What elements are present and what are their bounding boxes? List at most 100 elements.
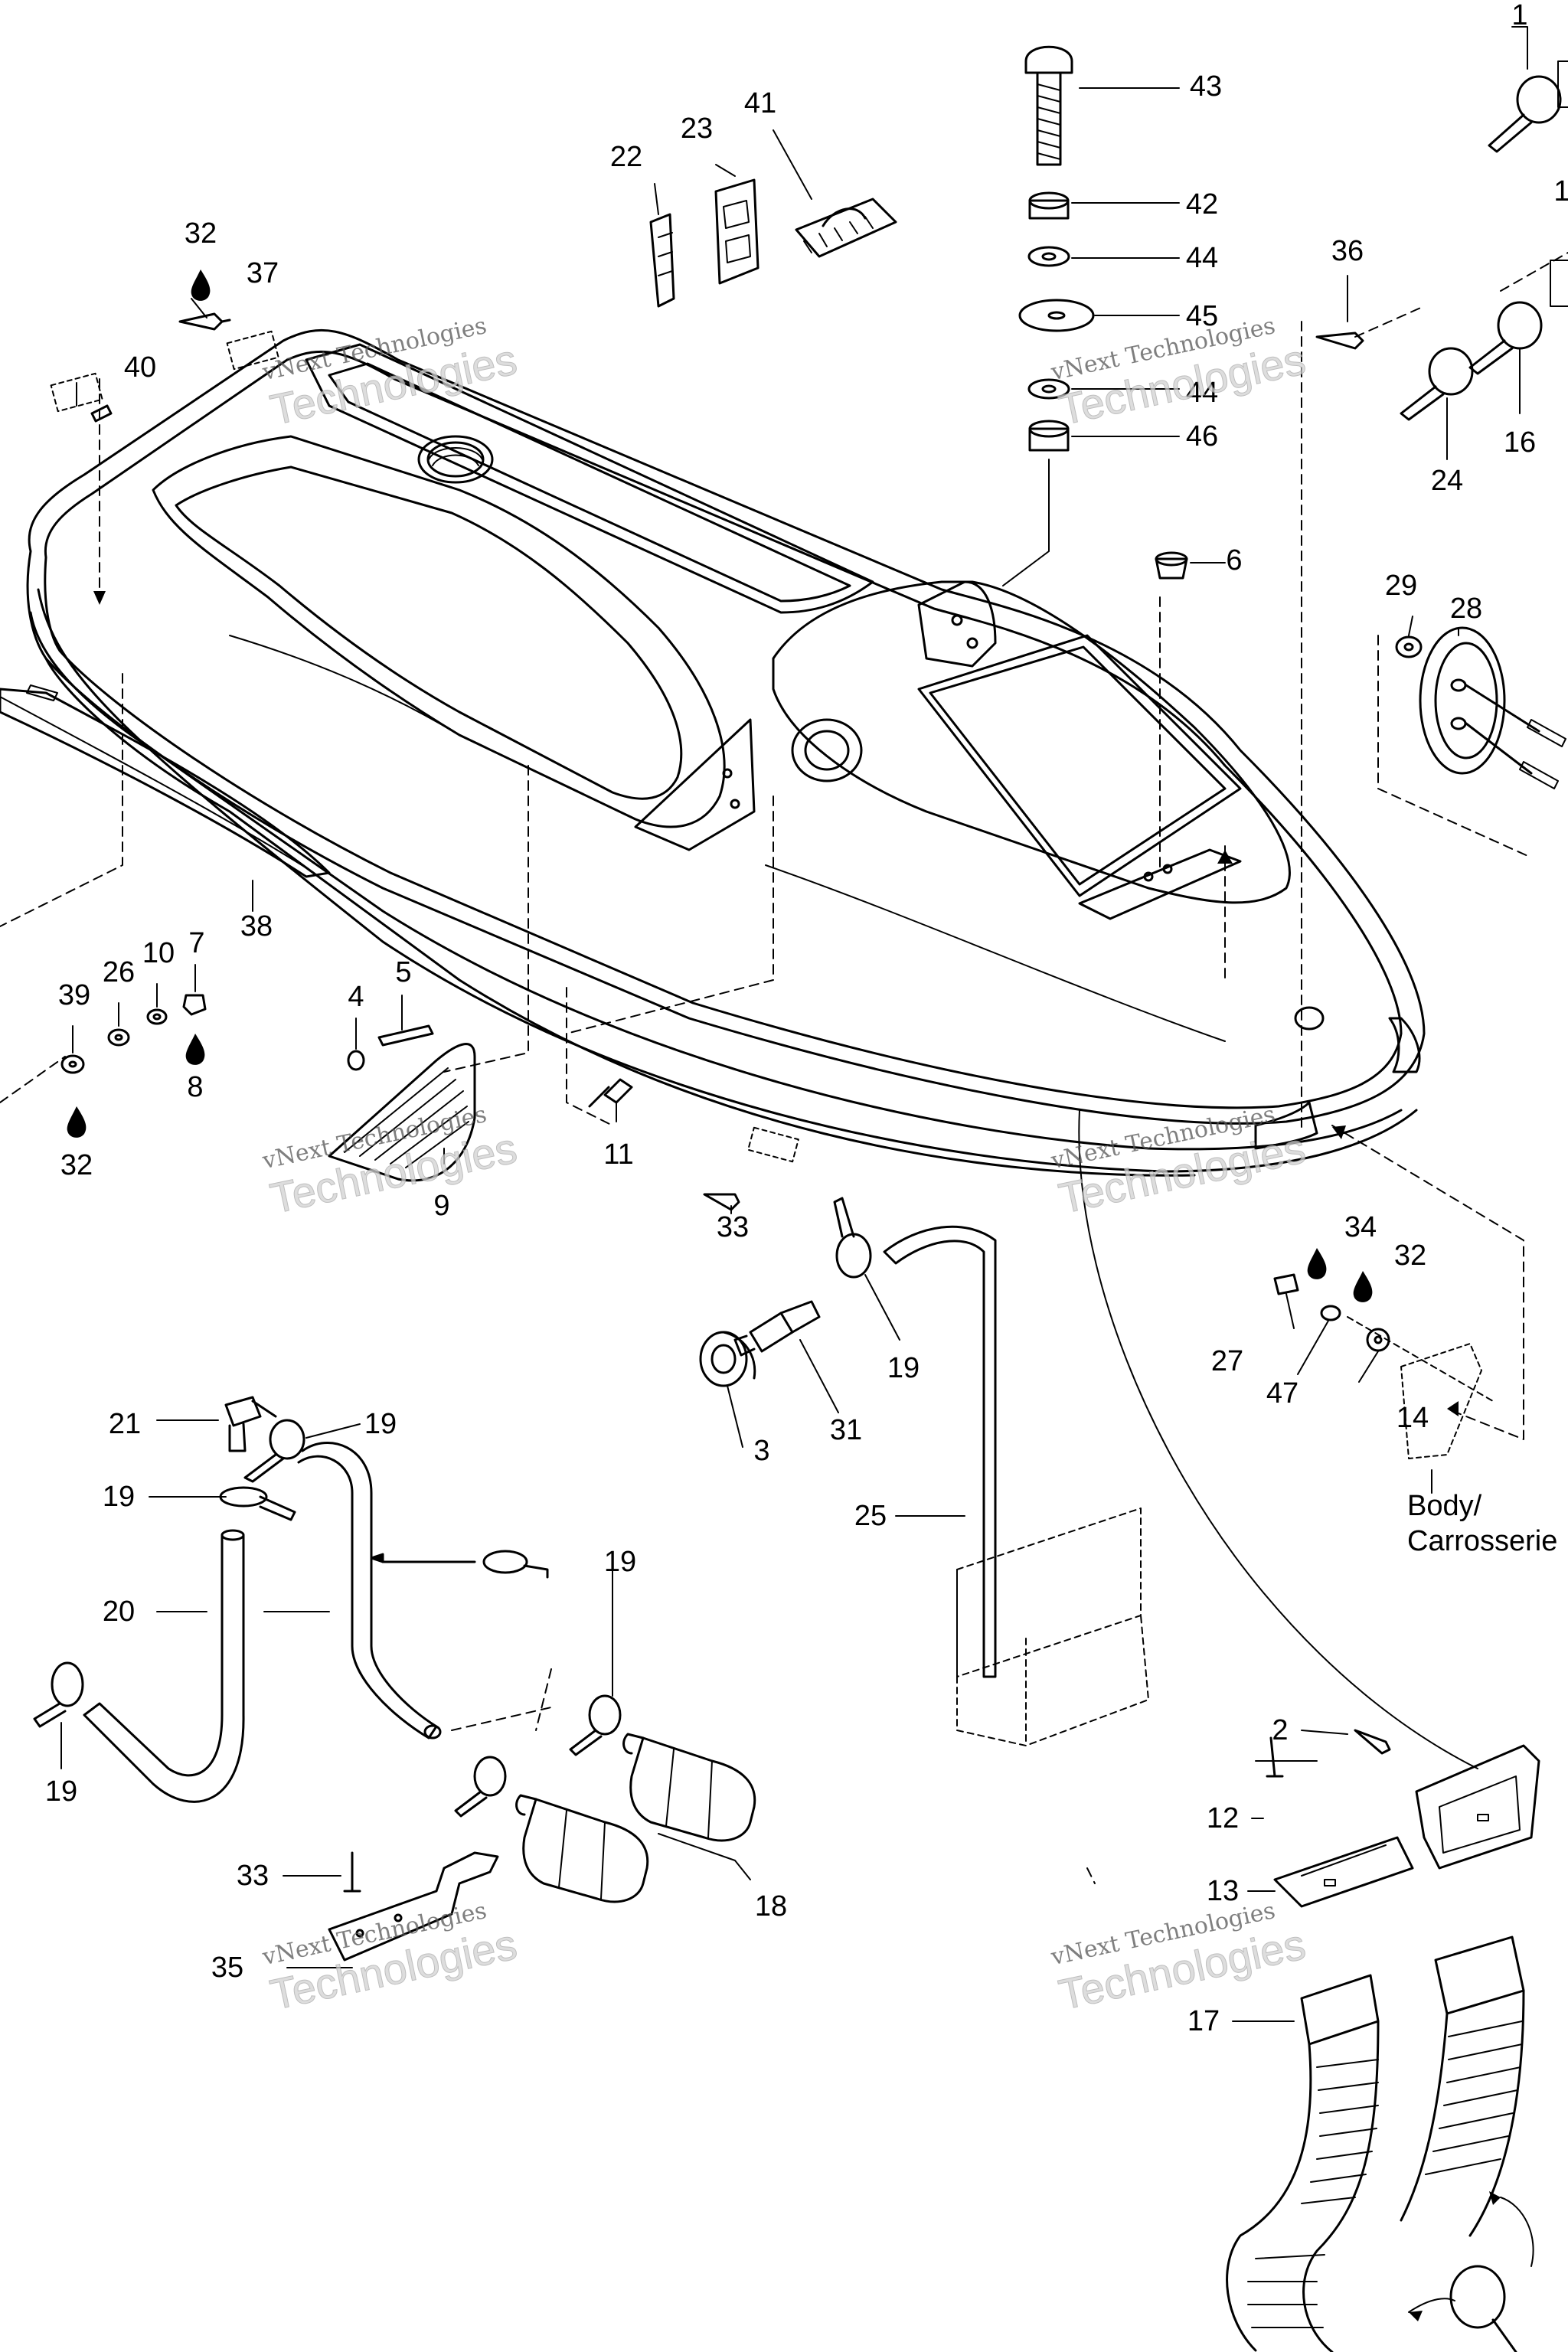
part-23-holder xyxy=(714,178,760,285)
part-31-fitting xyxy=(733,1300,821,1357)
callout-19c: 19 xyxy=(102,1481,136,1513)
part-42-nut xyxy=(1028,191,1070,220)
part-40-screw xyxy=(90,404,113,423)
callout-17: 17 xyxy=(1187,2005,1220,2037)
callout-19a: 19 xyxy=(887,1352,920,1384)
callout-29: 29 xyxy=(1384,570,1418,602)
part-21-elbow xyxy=(224,1396,277,1452)
callout-25: 25 xyxy=(854,1500,887,1532)
callout-24: 24 xyxy=(1430,465,1464,497)
part-20-hose xyxy=(83,1529,245,1803)
part-46-nut xyxy=(1028,427,1070,452)
oil-drop-icons xyxy=(67,270,1373,1302)
callout-44a: 44 xyxy=(1185,242,1219,274)
callout-35: 35 xyxy=(211,1952,244,1984)
part-17-ducts xyxy=(1226,1936,1525,2352)
callout-47: 47 xyxy=(1266,1377,1299,1410)
part-28-cover xyxy=(1419,626,1566,789)
callout-38: 38 xyxy=(240,910,273,942)
callout-7: 7 xyxy=(188,927,205,959)
callout-41: 41 xyxy=(743,87,777,119)
oil-drop-icon xyxy=(1307,1248,1327,1279)
callout-13: 13 xyxy=(1206,1875,1240,1907)
callout-31: 31 xyxy=(829,1414,863,1446)
part-5-screw xyxy=(377,1024,434,1047)
rub-strip xyxy=(0,684,331,878)
part-33-rivet xyxy=(703,1193,740,1211)
part-45-washer xyxy=(1018,299,1095,332)
callout-33b: 33 xyxy=(236,1860,270,1892)
part-24-tie xyxy=(1400,347,1474,421)
part-20-hose-b xyxy=(297,1442,442,1740)
callout-19b: 19 xyxy=(364,1408,397,1440)
callout-42: 42 xyxy=(1185,188,1219,220)
part-10-washer xyxy=(146,1008,168,1025)
callout-19e: 19 xyxy=(44,1775,78,1808)
callout-46: 46 xyxy=(1185,420,1219,452)
part-11-screw xyxy=(588,1078,633,1108)
callout-10: 10 xyxy=(142,937,175,969)
callout-27: 27 xyxy=(1210,1345,1244,1377)
oil-drop-icon xyxy=(67,1106,87,1138)
callout-45: 45 xyxy=(1185,300,1219,332)
callout-18: 18 xyxy=(754,1890,788,1922)
part-41-clip xyxy=(795,198,897,258)
callout-16: 16 xyxy=(1503,426,1537,459)
callout-43: 43 xyxy=(1189,70,1223,103)
callout-36: 36 xyxy=(1331,235,1364,267)
part-16-tie xyxy=(1468,301,1543,375)
callout-44b: 44 xyxy=(1185,377,1219,409)
callout-9: 9 xyxy=(433,1190,450,1222)
callout-3: 3 xyxy=(753,1435,770,1467)
callout-40: 40 xyxy=(123,351,157,384)
oil-drop-icon xyxy=(1353,1271,1373,1302)
callout-28: 28 xyxy=(1449,593,1483,625)
callout-33a: 33 xyxy=(716,1211,750,1243)
callout-32c: 32 xyxy=(1393,1240,1427,1272)
callout-23: 23 xyxy=(680,113,714,145)
part-27-nut xyxy=(1273,1273,1299,1295)
part-9-grille xyxy=(328,1043,476,1182)
part-26-washer xyxy=(107,1028,130,1047)
part-6-plug xyxy=(1155,551,1188,580)
callout-22: 22 xyxy=(609,141,643,173)
callout-32a: 32 xyxy=(184,217,217,250)
oil-drop-icon xyxy=(185,1034,205,1065)
callout-4: 4 xyxy=(348,981,364,1013)
part-22-clip xyxy=(649,213,675,308)
callout-1: 1 xyxy=(1511,0,1528,31)
part-12-rivet xyxy=(1266,1736,1284,1778)
part-36-rivet xyxy=(1315,332,1364,350)
part-37-rivet xyxy=(178,312,224,331)
oil-drop-icon xyxy=(191,270,211,301)
body-note-line-2: Carrosserie xyxy=(1407,1524,1558,1557)
part-13-plate xyxy=(1273,1836,1414,1908)
callout-11: 11 xyxy=(603,1138,634,1171)
callout-12: 12 xyxy=(1206,1802,1240,1834)
part-33-rivet-b xyxy=(343,1851,361,1893)
part-14-washer xyxy=(1366,1328,1390,1352)
body-note-line-1: Body/ xyxy=(1407,1490,1482,1522)
callout-14: 14 xyxy=(1396,1402,1429,1434)
hull-body xyxy=(26,328,1426,1177)
callout-1b: 1 xyxy=(1553,175,1568,207)
callout-37: 37 xyxy=(246,257,279,289)
body-patch xyxy=(1400,1343,1482,1459)
body-reference-note: Body/ Carrosserie xyxy=(1407,1489,1557,1559)
callout-21: 21 xyxy=(108,1408,142,1440)
part-25-tube xyxy=(883,1225,997,1678)
part-39-washer xyxy=(60,1054,85,1074)
part-18-filters xyxy=(515,1733,756,1903)
callout-26: 26 xyxy=(102,956,136,988)
leader-dashed xyxy=(0,252,1568,1884)
callout-39: 39 xyxy=(57,979,91,1011)
callout-34: 34 xyxy=(1344,1211,1377,1243)
part-43-bolt xyxy=(1024,45,1073,166)
battery-outline xyxy=(956,1508,1149,1746)
callout-19d: 19 xyxy=(603,1546,637,1578)
callout-leaders xyxy=(60,26,1528,2022)
callout-8: 8 xyxy=(187,1071,204,1103)
part-vent xyxy=(1415,1744,1540,1870)
part-4-washer xyxy=(347,1050,365,1071)
